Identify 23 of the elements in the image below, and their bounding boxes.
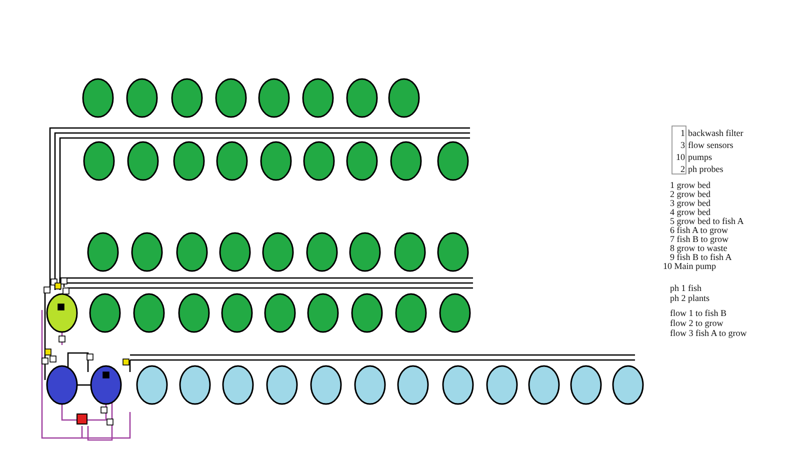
legend-note: flow 3 fish A to grow — [670, 328, 747, 338]
key-item: backwash filter — [688, 128, 744, 138]
key-count: 10 — [676, 152, 685, 162]
legend-note: 6 fish A to grow — [670, 225, 728, 235]
legend-note: 3 grow bed — [670, 198, 710, 208]
key-count: 2 — [680, 164, 685, 174]
key-count: 3 — [680, 140, 685, 150]
legend-note: flow 1 to fish B — [670, 308, 727, 318]
legend-note: 7 fish B to grow — [670, 234, 728, 244]
legend-note: 10 Main pump — [663, 261, 716, 271]
legend-note: flow 2 to grow — [670, 318, 724, 328]
legend-note: 2 grow bed — [670, 189, 710, 199]
legend-note: ph 1 fish — [670, 283, 702, 293]
legend-note: ph 2 plants — [670, 293, 710, 303]
key-item: flow sensors — [688, 140, 734, 150]
key-item: pumps — [688, 152, 712, 162]
legend-note: 5 grow bed to fish A — [670, 216, 744, 226]
key-item: ph probes — [688, 164, 724, 174]
legend-note: 9 fish B to fish A — [670, 252, 732, 262]
key-count: 1 — [680, 128, 685, 138]
legend-note: 4 grow bed — [670, 207, 710, 217]
legend-note: 1 grow bed — [670, 180, 710, 190]
legend-note: 8 grow to waste — [670, 243, 728, 253]
